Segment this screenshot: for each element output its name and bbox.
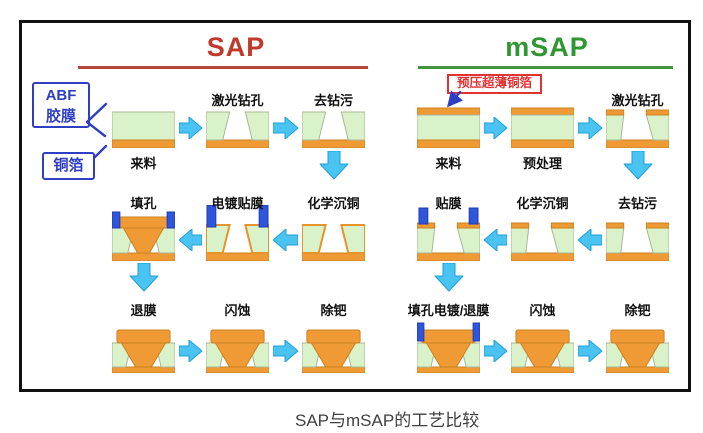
step-label: 去钻污 (617, 196, 657, 211)
msap-title-underline (418, 66, 673, 69)
step-label: 除钯 (624, 303, 651, 318)
step-block (605, 317, 670, 378)
step-block (510, 317, 575, 378)
flow-arrow-down (319, 150, 349, 185)
step-label: 闪蚀 (529, 303, 556, 318)
flow-arrow-down (129, 262, 159, 297)
abf-film-callout-line1: ABF (45, 87, 77, 104)
step-label: 填孔 (130, 196, 157, 211)
msap-title: mSAP (505, 32, 589, 62)
flow-arrow-right (577, 116, 603, 144)
diagram-caption: SAP与mSAP的工艺比较 (295, 411, 480, 430)
step-label: 退膜 (130, 303, 157, 318)
step-label: 来料 (130, 156, 157, 171)
step-block (416, 92, 481, 153)
step-block (205, 317, 270, 378)
step-label: 来料 (435, 156, 462, 171)
sap-title-underline (78, 66, 368, 69)
step-block (510, 205, 575, 266)
step-label: 贴膜 (435, 196, 462, 211)
step-block (301, 205, 366, 266)
flow-arrow-left (272, 228, 299, 256)
flow-arrow-left (178, 228, 203, 256)
step-label: 闪蚀 (224, 303, 251, 318)
step-label: 去钻污 (313, 93, 353, 108)
flow-arrow-down (434, 262, 464, 297)
copper-foil-callout-box: 铜箔 (42, 152, 95, 180)
step-block (111, 205, 176, 266)
flow-arrow-right (483, 339, 508, 367)
flow-arrow-right (178, 339, 203, 367)
step-label: 化学沉铜 (307, 196, 360, 211)
step-block (605, 205, 670, 266)
flow-arrow-left (483, 228, 508, 256)
step-block (301, 317, 366, 378)
step-block (205, 204, 270, 266)
step-block (111, 317, 176, 378)
flow-arrow-right (577, 339, 603, 367)
flow-arrow-right (272, 339, 299, 367)
step-block (416, 317, 481, 378)
step-block (111, 92, 176, 153)
step-label: 除钯 (320, 303, 347, 318)
flow-arrow-right (483, 116, 508, 144)
flow-arrow-down (623, 150, 653, 185)
step-label: 预处理 (522, 156, 562, 171)
flow-arrow-right (272, 116, 299, 144)
step-label: 电镀贴膜 (211, 196, 264, 211)
step-label: 激光钻孔 (211, 93, 264, 108)
ultrathin-foil-callout-box: 预压超薄铜箔 (447, 74, 542, 94)
flow-arrow-right (178, 116, 203, 144)
flow-arrow-left (577, 228, 603, 256)
step-label: 激光钻孔 (611, 93, 664, 108)
step-label: 化学沉铜 (516, 196, 569, 211)
abf-film-callout-line2: 胶膜 (45, 108, 76, 125)
step-block (416, 205, 481, 266)
step-label: 填孔电镀/退膜 (407, 303, 490, 318)
abf-film-callout-box: ABF 胶膜 (32, 82, 90, 128)
sap-title: SAP (206, 32, 266, 62)
